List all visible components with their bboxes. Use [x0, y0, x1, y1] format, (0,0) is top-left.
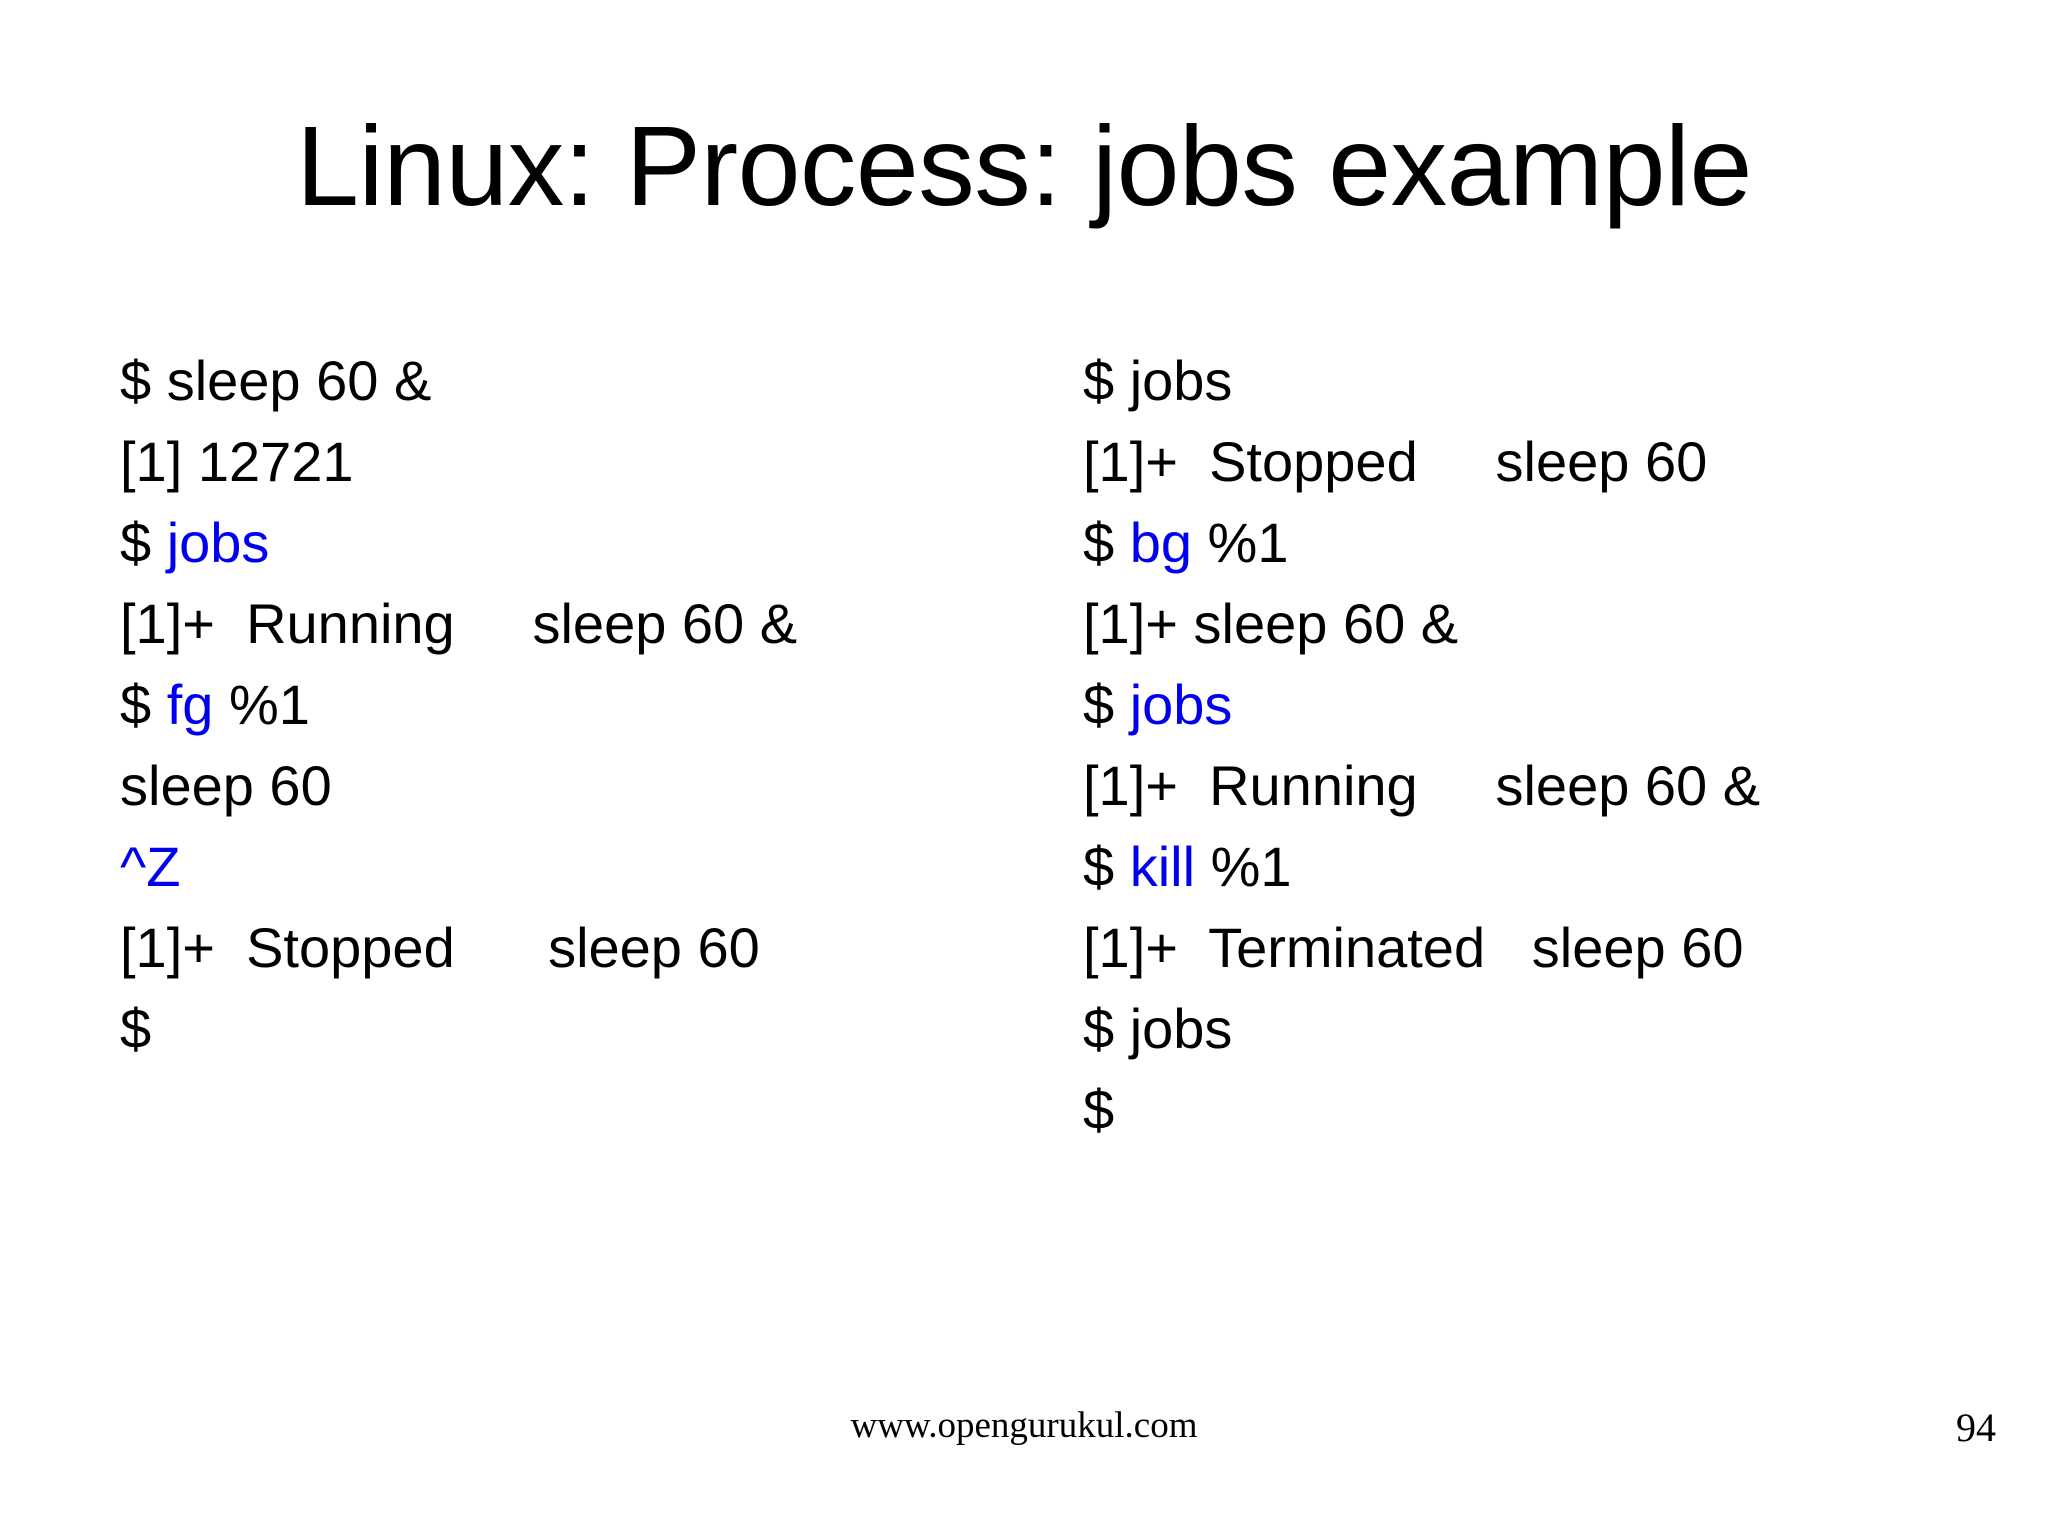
- terminal-line: $ jobs: [1083, 664, 2003, 745]
- command-token: ^Z: [120, 834, 181, 898]
- output-token: $: [120, 996, 152, 1060]
- command-token: fg: [166, 672, 214, 736]
- terminal-line: [1]+ Terminated sleep 60: [1083, 907, 2003, 988]
- output-token: %1: [1192, 510, 1289, 574]
- terminal-line: [1]+ Stopped sleep 60: [120, 907, 1020, 988]
- terminal-line: [1]+ sleep 60 &: [1083, 583, 2003, 664]
- output-token: $ sleep 60 &: [120, 348, 432, 412]
- output-token: [1]+ Running sleep 60 &: [1083, 753, 1761, 817]
- command-token: kill: [1129, 834, 1196, 898]
- terminal-line: [1]+ Stopped sleep 60: [1083, 421, 2003, 502]
- output-token: [1]+ sleep 60 &: [1083, 591, 1459, 655]
- output-token: $: [1083, 510, 1130, 574]
- terminal-line: $ jobs: [1083, 340, 2003, 421]
- command-token: jobs: [1129, 672, 1233, 736]
- output-token: $: [120, 510, 167, 574]
- output-token: %1: [213, 672, 310, 736]
- terminal-transcript-left: $ sleep 60 & [1] 12721 $ jobs [1]+ Running …: [120, 340, 1020, 1069]
- terminal-line: sleep 60: [120, 745, 1020, 826]
- page-title: Linux: Process: jobs example: [296, 103, 1752, 229]
- command-token: jobs: [166, 510, 270, 574]
- output-token: $ jobs: [1083, 996, 1233, 1060]
- terminal-line: [1] 12721: [120, 421, 1020, 502]
- output-token: $: [1083, 834, 1130, 898]
- terminal-transcript-right: $ jobs [1]+ Stopped sleep 60 $ bg %1 [1]+ s…: [1083, 340, 2003, 1150]
- output-token: sleep 60: [120, 753, 332, 817]
- terminal-line: [1]+ Running sleep 60 &: [120, 583, 1020, 664]
- output-token: $: [1083, 672, 1130, 736]
- terminal-line: $ jobs: [1083, 988, 2003, 1069]
- terminal-line: $ jobs: [120, 502, 1020, 583]
- output-token: [1] 12721: [120, 429, 354, 493]
- terminal-line: ^Z: [120, 826, 1020, 907]
- terminal-line: [1]+ Running sleep 60 &: [1083, 745, 2003, 826]
- terminal-line: $ sleep 60 &: [120, 340, 1020, 421]
- output-token: $: [120, 672, 167, 736]
- output-token: [1]+ Terminated sleep 60: [1083, 915, 1744, 979]
- output-token: %1: [1195, 834, 1292, 898]
- footer-url: www.opengurukul.com: [850, 1405, 1198, 1446]
- output-token: [1]+ Running sleep 60 &: [120, 591, 798, 655]
- terminal-line: $: [1083, 1069, 2003, 1150]
- terminal-line: $ bg %1: [1083, 502, 2003, 583]
- output-token: $: [1083, 1077, 1115, 1141]
- output-token: [1]+ Stopped sleep 60: [1083, 429, 1708, 493]
- terminal-line: $ fg %1: [120, 664, 1020, 745]
- page-number: 94: [1956, 1405, 1996, 1450]
- slide-body: $ sleep 60 & [1] 12721 $ jobs [1]+ Running …: [0, 340, 2048, 1340]
- output-token: $ jobs: [1083, 348, 1233, 412]
- output-token: [1]+ Stopped sleep 60: [120, 915, 760, 979]
- terminal-line: $: [120, 988, 1020, 1069]
- command-token: bg: [1129, 510, 1192, 574]
- terminal-line: $ kill %1: [1083, 826, 2003, 907]
